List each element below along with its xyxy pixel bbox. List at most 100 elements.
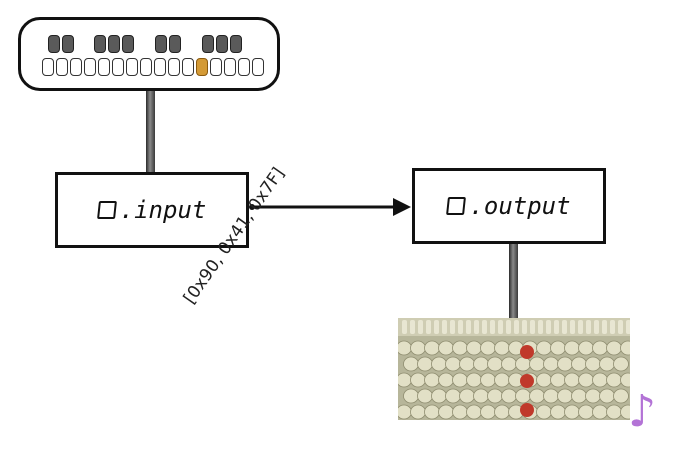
black-key[interactable] xyxy=(230,35,242,53)
white-key[interactable] xyxy=(42,58,54,76)
board-button xyxy=(487,388,503,404)
board-button xyxy=(398,404,412,420)
board-button xyxy=(452,340,468,356)
white-key[interactable] xyxy=(210,58,222,76)
board-button xyxy=(599,356,615,372)
white-key[interactable] xyxy=(196,58,208,76)
board-button xyxy=(620,340,630,356)
board-button xyxy=(571,356,587,372)
board-button xyxy=(501,356,517,372)
board-button xyxy=(613,356,629,372)
board-button xyxy=(403,356,419,372)
square-outline-icon xyxy=(96,201,117,219)
board-button xyxy=(515,388,531,404)
black-key[interactable] xyxy=(122,35,134,53)
board-button xyxy=(424,372,440,388)
board-button xyxy=(424,340,440,356)
board-button xyxy=(410,404,426,420)
board-tab xyxy=(418,320,423,334)
black-key[interactable] xyxy=(216,35,228,53)
board-button xyxy=(452,372,468,388)
black-key[interactable] xyxy=(155,35,167,53)
board-tab xyxy=(570,320,575,334)
board-button xyxy=(466,372,482,388)
output-node[interactable]: .output xyxy=(412,168,606,244)
board-tab xyxy=(522,320,527,334)
board-button xyxy=(536,372,552,388)
black-key[interactable] xyxy=(202,35,214,53)
board-button xyxy=(473,388,489,404)
square-outline-icon xyxy=(446,197,467,215)
input-node[interactable]: .input xyxy=(55,172,249,248)
board-tab xyxy=(434,320,439,334)
white-key[interactable] xyxy=(98,58,110,76)
white-keys xyxy=(42,58,266,76)
board-tab xyxy=(402,320,407,334)
board-button xyxy=(431,356,447,372)
board-tab xyxy=(594,320,599,334)
board-button xyxy=(529,388,545,404)
white-key[interactable] xyxy=(238,58,250,76)
black-key[interactable] xyxy=(169,35,181,53)
white-key[interactable] xyxy=(168,58,180,76)
board-button xyxy=(564,372,580,388)
board-tab xyxy=(442,320,447,334)
board-tab xyxy=(490,320,495,334)
black-key[interactable] xyxy=(108,35,120,53)
board-tab xyxy=(466,320,471,334)
board-button xyxy=(606,340,622,356)
board-button xyxy=(466,404,482,420)
board-button xyxy=(620,372,630,388)
output-node-label: .output xyxy=(469,192,571,220)
board-button xyxy=(599,388,615,404)
board-grid xyxy=(398,318,630,420)
white-key[interactable] xyxy=(224,58,236,76)
board-tab xyxy=(626,320,630,334)
board-tab xyxy=(530,320,535,334)
connection-arrow xyxy=(249,198,411,216)
board-button xyxy=(494,340,510,356)
lit-led xyxy=(520,345,534,359)
board-button xyxy=(480,404,496,420)
white-key[interactable] xyxy=(126,58,138,76)
board-button xyxy=(529,356,545,372)
board-button xyxy=(564,404,580,420)
white-key[interactable] xyxy=(252,58,264,76)
board-button xyxy=(487,356,503,372)
input-node-label: .input xyxy=(119,196,207,224)
board-button xyxy=(445,388,461,404)
piano-keyboard xyxy=(18,17,280,91)
board-button xyxy=(592,404,608,420)
white-key[interactable] xyxy=(84,58,96,76)
board-button xyxy=(403,388,419,404)
board-tab xyxy=(450,320,455,334)
board-button xyxy=(557,388,573,404)
board-button xyxy=(578,372,594,388)
white-key[interactable] xyxy=(112,58,124,76)
board-tab xyxy=(538,320,543,334)
board-button xyxy=(550,404,566,420)
board-button xyxy=(578,404,594,420)
board-button xyxy=(613,388,629,404)
board-button xyxy=(438,340,454,356)
lit-led xyxy=(520,374,534,388)
keyboard-connector xyxy=(146,91,155,174)
black-key[interactable] xyxy=(48,35,60,53)
board-tab xyxy=(474,320,479,334)
board-button xyxy=(550,340,566,356)
black-key[interactable] xyxy=(62,35,74,53)
board-button xyxy=(410,372,426,388)
board-button xyxy=(398,372,412,388)
board-button xyxy=(501,388,517,404)
white-key[interactable] xyxy=(182,58,194,76)
white-key[interactable] xyxy=(154,58,166,76)
board-button xyxy=(536,404,552,420)
white-key[interactable] xyxy=(140,58,152,76)
board-button xyxy=(592,372,608,388)
black-key[interactable] xyxy=(94,35,106,53)
white-key[interactable] xyxy=(70,58,82,76)
white-key[interactable] xyxy=(56,58,68,76)
board-button xyxy=(480,372,496,388)
board-button xyxy=(410,340,426,356)
board-button xyxy=(459,356,475,372)
